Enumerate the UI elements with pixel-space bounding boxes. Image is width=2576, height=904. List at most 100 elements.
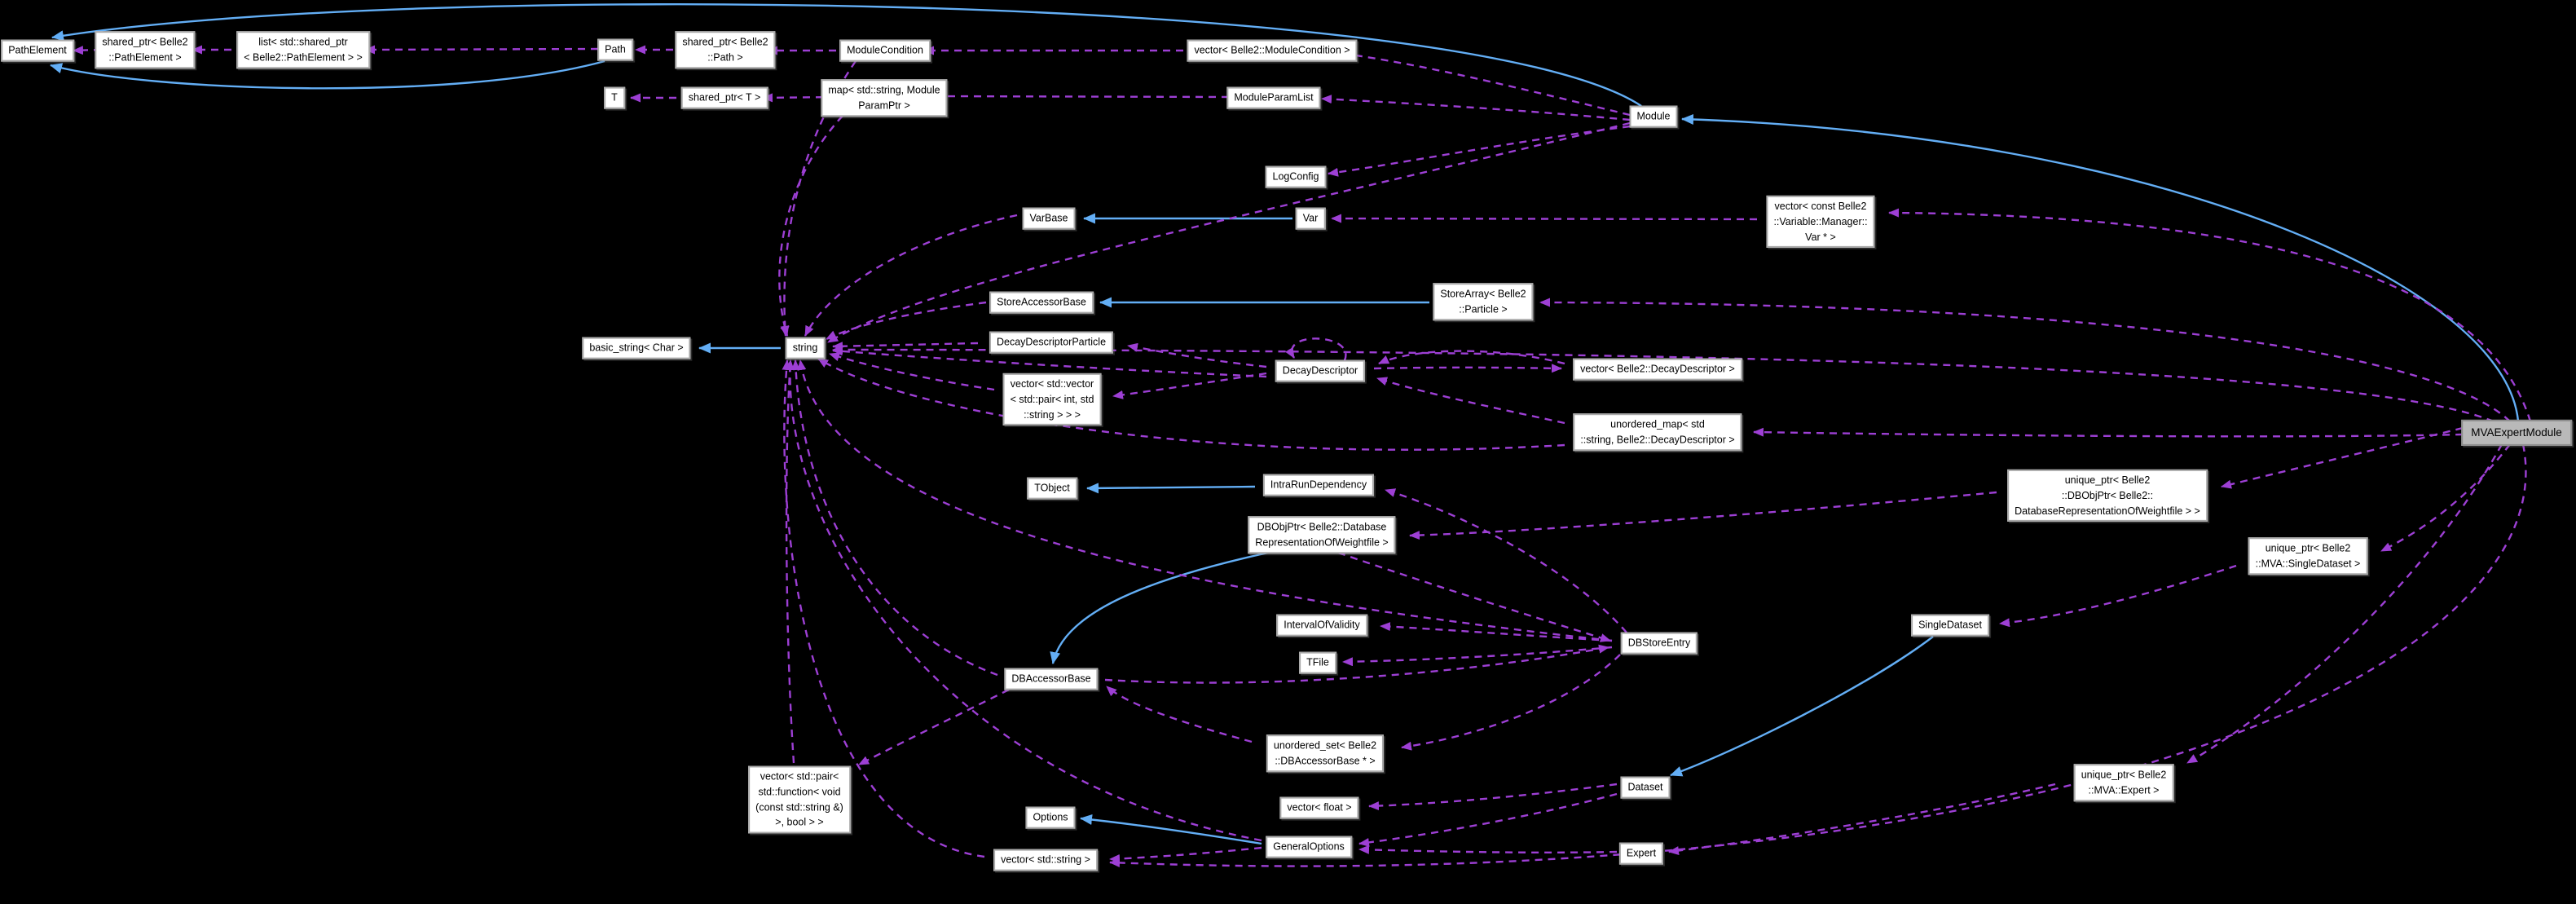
edge-generaloptions-to-string: [785, 359, 1262, 842]
edge-singledataset-to-dataset: [1670, 636, 1934, 777]
node-path[interactable]: Path: [597, 38, 633, 61]
node-t[interactable]: T: [604, 86, 625, 109]
edge-decaydescriptor-to-string: [832, 346, 1267, 378]
edge-mvaexpertmodule-to-vectormanagervar: [1888, 208, 2532, 422]
node-var-base[interactable]: VarBase: [1022, 207, 1076, 230]
edge-vectordecaydescriptor-to-decaydescriptor: [1378, 350, 1565, 365]
edge-path-to-pathelement: [50, 60, 605, 90]
edge-decaydescriptor-self-loop: [1285, 337, 1347, 361]
node-interval-of-validity[interactable]: IntervalOfValidity: [1276, 614, 1367, 637]
edge-decaydescriptor-to-decaydescriptorparticle: [1127, 342, 1267, 368]
node-unique-ptr-single-dataset[interactable]: unique_ptr< Belle2 ::MVA::SingleDataset …: [2248, 537, 2368, 575]
edge-dbaccessorbase-to-dbstoreentry: [1104, 644, 1609, 684]
edge-generaloptions-to-vectorstring: [1109, 846, 1262, 863]
node-dbobjptr-weightfile[interactable]: DBObjPtr< Belle2::Database Representatio…: [1248, 516, 1396, 553]
node-db-store-entry[interactable]: DBStoreEntry: [1620, 632, 1698, 655]
edge-module-to-moduleparamlist: [1321, 95, 1631, 121]
node-intra-run-dependency[interactable]: IntraRunDependency: [1262, 474, 1375, 496]
edge-expert-to-generaloptions: [1358, 844, 1618, 854]
edge-dbstoreentry-to-tfile: [1342, 646, 1613, 667]
edge-dbobjptr-to-dbstoreentry: [1337, 551, 1611, 642]
edge-dbobjptr-to-dbaccessorbase: [1050, 551, 1269, 664]
edge-module-to-pathelement: [51, 3, 1642, 108]
edge-varbase-to-string: [804, 214, 1018, 337]
edge-mvaexpertmodule-to-uniqueptrdbobjptr: [2221, 426, 2464, 489]
edge-uniqueptrdbobjptr-to-dbobjptr: [1409, 491, 1997, 540]
edge-dataset-to-generaloptions: [1358, 792, 1618, 847]
node-module[interactable]: Module: [1629, 105, 1678, 128]
node-db-accessor-base[interactable]: DBAccessorBase: [1004, 668, 1099, 690]
edge-unorderedset-to-dbaccessorbase: [1106, 686, 1253, 743]
node-list-shared-ptr-path-element[interactable]: list< std::shared_ptr < Belle2::PathElem…: [236, 31, 370, 68]
edge-unorderedmap-to-decaydescriptor: [1376, 377, 1565, 425]
edge-vectorvectorpair-to-string: [829, 352, 995, 391]
node-vector-vector-pair[interactable]: vector< std::vector < std::pair< int, st…: [1002, 373, 1102, 426]
edge-dbstoreentry-to-string: [797, 359, 1613, 642]
node-shared-ptr-path-element[interactable]: shared_ptr< Belle2 ::PathElement >: [95, 31, 196, 68]
node-tfile[interactable]: TFile: [1299, 651, 1336, 674]
node-mva-expert-module[interactable]: MVAExpertModule: [2461, 419, 2572, 447]
edge-map-to-string: [778, 115, 843, 337]
node-unordered-set-db-accessor[interactable]: unordered_set< Belle2 ::DBAccessorBase *…: [1266, 734, 1385, 772]
node-vector-decay-descriptor[interactable]: vector< Belle2::DecayDescriptor >: [1573, 358, 1742, 381]
edge-storeaccessorbase-to-string: [826, 301, 987, 341]
node-module-param-list[interactable]: ModuleParamList: [1226, 86, 1321, 109]
edge-vectormanagervar-to-var: [1331, 214, 1758, 223]
edge-mvaexpertmodule-to-unorderedmap: [1753, 427, 2464, 438]
edge-mvaexpertmodule-to-string: [832, 345, 2495, 423]
edge-decaydescriptor-to-vectorvectorpair: [1112, 372, 1267, 399]
edge-uniqueptrsingledataset-to-singledataset: [1999, 564, 2237, 628]
edge-vectorstring-to-string: [782, 359, 985, 858]
edge-module-to-logconfig: [1328, 125, 1631, 177]
node-tobject[interactable]: TObject: [1027, 477, 1077, 500]
node-unordered-map-decay-descriptor[interactable]: unordered_map< std ::string, Belle2::Dec…: [1573, 413, 1742, 451]
node-unique-ptr-dbobjptr-weightfile[interactable]: unique_ptr< Belle2 ::DBObjPtr< Belle2:: …: [2007, 469, 2208, 523]
node-decay-descriptor[interactable]: DecayDescriptor: [1275, 359, 1366, 382]
node-store-array-particle[interactable]: StoreArray< Belle2 ::Particle >: [1433, 283, 1534, 320]
node-vector-float[interactable]: vector< float >: [1279, 796, 1359, 819]
edge-module-to-string: [827, 121, 1631, 344]
edge-dbstoreentry-to-intervalofvalidity: [1380, 622, 1613, 642]
node-options[interactable]: Options: [1025, 806, 1076, 829]
edge-mvaexpertmodule-to-uniqueptrsingledataset: [2380, 443, 2511, 553]
node-shared-ptr-t[interactable]: shared_ptr< T >: [680, 86, 768, 109]
edge-mvaexpertmodule-to-storearray: [1539, 298, 2511, 422]
node-decay-descriptor-particle[interactable]: DecayDescriptorParticle: [989, 331, 1114, 354]
edge-dbaccessorbase-to-vectorpairfunction: [858, 688, 1010, 766]
edge-module-to-vectormodulecondition: [1337, 50, 1631, 117]
node-unique-ptr-expert[interactable]: unique_ptr< Belle2 ::MVA::Expert >: [2073, 764, 2174, 801]
edge-generaloptions-to-options: [1080, 814, 1262, 845]
node-dataset[interactable]: Dataset: [1620, 776, 1671, 799]
edge-dbstoreentry-to-unorderedset: [1401, 654, 1621, 751]
edge-dbaccessorbase-to-string: [790, 359, 998, 677]
edge-dbstoreentry-to-intrarundependency: [1385, 488, 1627, 633]
edge-unorderedmap-to-string: [817, 357, 1565, 451]
node-var[interactable]: Var: [1295, 207, 1326, 230]
node-store-accessor-base[interactable]: StoreAccessorBase: [989, 291, 1094, 314]
edge-moduleparamlist-to-map: [935, 91, 1230, 101]
node-expert[interactable]: Expert: [1618, 842, 1664, 865]
edge-mvaexpertmodule-to-uniqueptrexpert: [2186, 443, 2503, 765]
node-vector-string[interactable]: vector< std::string >: [993, 849, 1098, 871]
node-path-element[interactable]: PathElement: [1, 39, 74, 62]
node-basic-string-char[interactable]: basic_string< Char >: [582, 337, 691, 359]
edge-intrarundependency-to-tobject: [1086, 483, 1256, 494]
node-single-dataset[interactable]: SingleDataset: [1911, 614, 1989, 637]
edge-decaydescriptorparticle-to-string: [832, 342, 979, 351]
node-map-module-param[interactable]: map< std::string, Module ParamPtr >: [821, 79, 948, 117]
node-string[interactable]: string: [785, 337, 826, 359]
node-general-options[interactable]: GeneralOptions: [1266, 836, 1352, 858]
node-vector-pair-function[interactable]: vector< std::pair< std::function< void (…: [748, 765, 851, 834]
edge-mvaexpertmodule-to-vectorstring: [1109, 443, 2527, 867]
node-module-condition[interactable]: ModuleCondition: [839, 39, 931, 62]
node-log-config[interactable]: LogConfig: [1265, 165, 1327, 188]
edge-dataset-to-vectorfloat: [1368, 783, 1618, 811]
node-shared-ptr-path[interactable]: shared_ptr< Belle2 ::Path >: [675, 31, 776, 68]
edge-mvaexpertmodule-to-module: [1681, 113, 2520, 422]
node-vector-manager-var[interactable]: vector< const Belle2 ::Variable::Manager…: [1766, 195, 1875, 249]
edge-uniqueptrexpert-to-expert: [1668, 783, 2056, 856]
node-vector-module-condition[interactable]: vector< Belle2::ModuleCondition >: [1187, 39, 1358, 62]
edge-vectorpairfunction-to-string: [785, 359, 795, 764]
